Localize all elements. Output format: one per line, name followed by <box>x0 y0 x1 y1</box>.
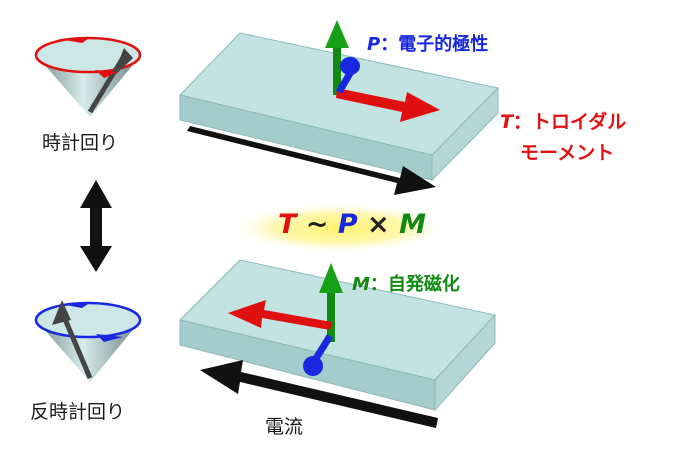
t-description-line1: ：トロイダル <box>512 111 627 133</box>
reversal-double-arrow <box>80 180 112 272</box>
equation-times: × <box>357 209 400 240</box>
current-arrow-bottom <box>200 360 438 428</box>
counterclockwise-label: 反時計回り <box>30 401 126 423</box>
t-symbol: T <box>500 111 513 133</box>
top-vectors <box>325 20 440 122</box>
clockwise-label: 時計回り <box>42 132 119 154</box>
current-label: 電流 <box>265 416 304 438</box>
p-symbol: P <box>367 34 381 55</box>
m-description: ：自発磁化 <box>369 274 460 295</box>
m-label: M：自発磁化 <box>352 270 460 296</box>
t-label: T：トロイダル <box>500 107 626 134</box>
p-description: ：電子的極性 <box>380 34 489 55</box>
equation-t: T <box>278 209 297 240</box>
equation-p: P <box>337 209 358 240</box>
equation-m: M <box>399 209 426 240</box>
bottom-vectors <box>228 263 343 376</box>
equation: T ~ P × M <box>278 209 426 240</box>
equation-glow <box>230 203 450 253</box>
p-label: P：電子的極性 <box>367 30 488 56</box>
current-arrow-top <box>187 126 436 195</box>
t-description-line2: モーメント <box>520 142 615 164</box>
equation-tilde: ~ <box>296 209 338 240</box>
m-symbol: M <box>352 274 370 295</box>
cone-clockwise <box>34 36 142 117</box>
cone-counterclockwise <box>34 300 142 382</box>
